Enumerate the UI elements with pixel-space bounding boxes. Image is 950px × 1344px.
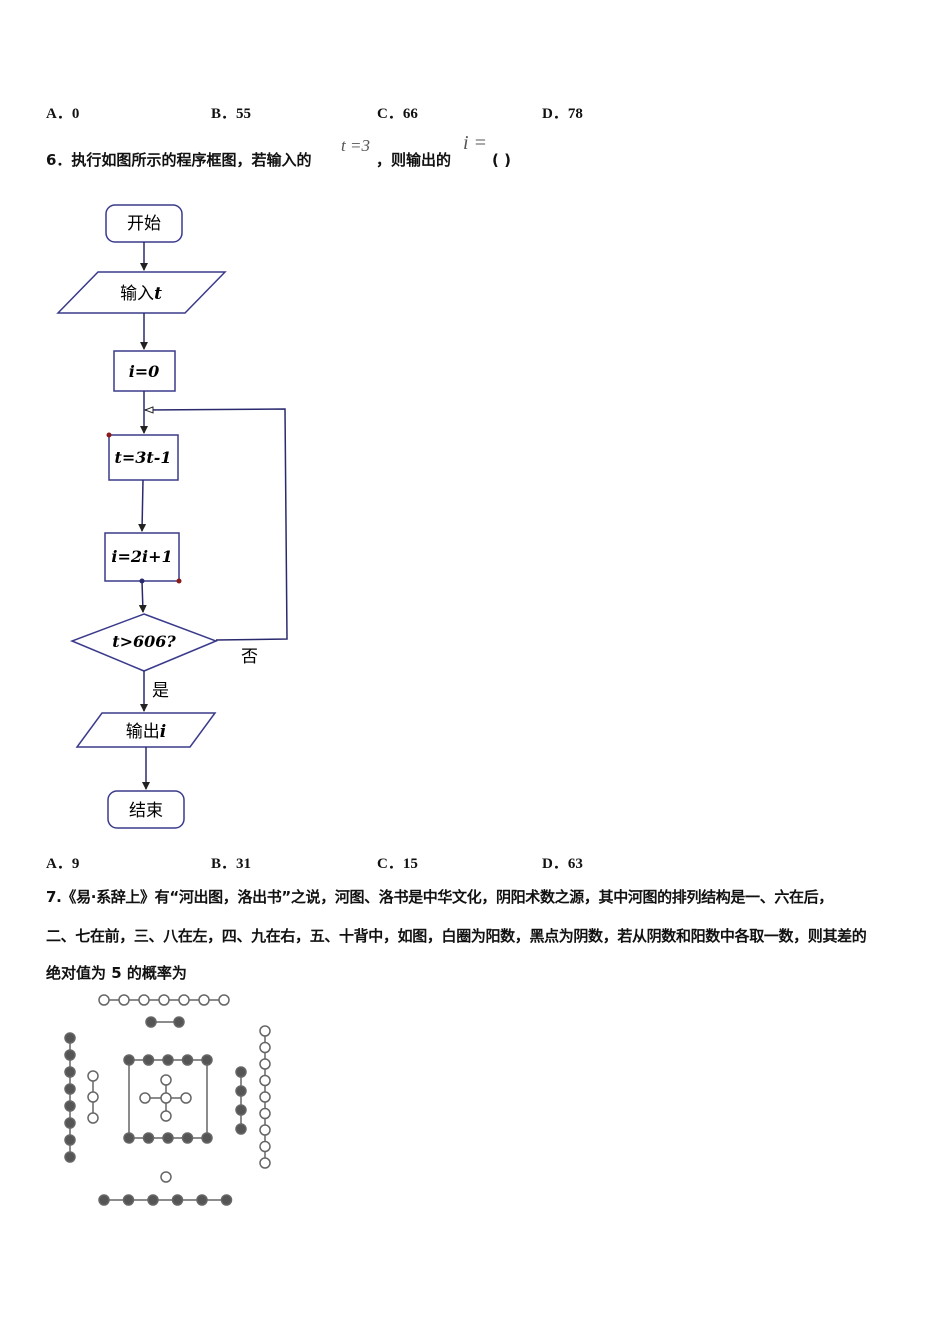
input-label: 输入t bbox=[120, 284, 162, 304]
yin-dot bbox=[123, 1054, 135, 1066]
yin-dot bbox=[162, 1054, 174, 1066]
yang-dot bbox=[160, 1171, 172, 1183]
yes-label: 是 bbox=[152, 681, 169, 701]
q6-option-c[interactable]: C．15 bbox=[377, 856, 418, 872]
loop-back-line bbox=[145, 409, 288, 641]
flowchart: 开始 输入t i=0 t=3t-1 i=2i+1 t>606? 否 是 输出i … bbox=[56, 204, 288, 829]
no-label: 否 bbox=[241, 647, 258, 667]
decision-label: t>606? bbox=[112, 632, 176, 651]
yin-dot bbox=[181, 1054, 194, 1066]
q6-math-t: t =3 bbox=[341, 136, 370, 155]
q6-math-i: i = bbox=[463, 132, 488, 154]
yin-dot bbox=[64, 1151, 76, 1163]
step1-box bbox=[108, 434, 179, 481]
yang-dot bbox=[138, 994, 150, 1006]
yang-dot bbox=[259, 1157, 271, 1169]
yin-dot bbox=[142, 1132, 155, 1144]
q6-paren: ( ) bbox=[492, 151, 511, 169]
yin-dot bbox=[64, 1100, 76, 1112]
yang-dot bbox=[118, 994, 130, 1006]
output-var: i bbox=[160, 722, 166, 742]
yin-dot bbox=[147, 1194, 159, 1206]
yang-dot bbox=[259, 1107, 271, 1120]
yang-dot bbox=[259, 1091, 271, 1103]
q5-option-d[interactable]: D．78 bbox=[542, 106, 583, 122]
yin-dot bbox=[196, 1194, 208, 1206]
yin-dot bbox=[235, 1104, 247, 1116]
yang-dot bbox=[87, 1112, 99, 1124]
yin-dot bbox=[201, 1054, 213, 1066]
q6-option-b[interactable]: B．31 bbox=[211, 856, 252, 872]
q6-option-d[interactable]: D．63 bbox=[542, 856, 583, 872]
input-text: 输入 bbox=[120, 284, 154, 304]
yang-dot bbox=[160, 1110, 172, 1122]
yang-dot bbox=[139, 1092, 151, 1104]
yin-dot bbox=[122, 1194, 135, 1206]
yin-dot bbox=[235, 1066, 247, 1078]
yin-dot bbox=[235, 1085, 247, 1097]
q5-option-a[interactable]: A．0 bbox=[46, 106, 80, 122]
yin-dot bbox=[98, 1194, 110, 1206]
end-terminal bbox=[107, 790, 185, 829]
output-label: 输出i bbox=[126, 722, 166, 742]
input-var: t bbox=[154, 284, 162, 304]
yin-dot bbox=[64, 1049, 76, 1061]
yang-dot bbox=[198, 994, 210, 1006]
hetu-diagram bbox=[64, 994, 271, 1206]
start-label: 开始 bbox=[127, 214, 161, 234]
yin-dot bbox=[64, 1117, 76, 1129]
q6-stem-middle: ，则输出的 bbox=[376, 151, 452, 169]
q5-option-c[interactable]: C．66 bbox=[377, 106, 418, 122]
q7-line-3: 绝对值为 5 的概率为 bbox=[46, 964, 187, 982]
yang-dot bbox=[259, 1140, 271, 1153]
yin-dot bbox=[201, 1132, 213, 1144]
init-label: i=0 bbox=[129, 362, 160, 381]
yin-dot bbox=[220, 1194, 233, 1206]
q7-line-1: 7.《易·系辞上》有“河出图，洛出书”之说，河图、洛书是中华文化，阴阳术数之源，… bbox=[46, 888, 833, 906]
yang-dot bbox=[158, 994, 170, 1006]
q6-stem-before: 6．执行如图所示的程序框图，若输入的 bbox=[46, 151, 312, 169]
output-text: 输出 bbox=[126, 722, 160, 742]
connector-dot bbox=[106, 432, 112, 438]
yin-dot bbox=[145, 1016, 157, 1028]
yin-dot bbox=[64, 1066, 76, 1078]
yang-dot bbox=[259, 1058, 271, 1070]
yang-dot bbox=[87, 1091, 99, 1103]
q5-option-b[interactable]: B．55 bbox=[211, 106, 252, 122]
yin-dot bbox=[123, 1132, 135, 1144]
q6-option-a[interactable]: A．9 bbox=[46, 856, 80, 872]
yang-dot bbox=[259, 1074, 271, 1087]
output-box bbox=[75, 712, 217, 748]
step1-label: t=3t-1 bbox=[114, 448, 171, 467]
yang-dot bbox=[178, 994, 190, 1006]
yang-dot bbox=[259, 1025, 271, 1037]
end-label: 结束 bbox=[129, 801, 163, 821]
yin-dot bbox=[64, 1134, 76, 1146]
yang-dot bbox=[160, 1074, 172, 1086]
yang-dot bbox=[160, 1092, 172, 1104]
yin-dot bbox=[173, 1016, 185, 1028]
q7-line-2: 二、七在前，三、八在左，四、九在右，五、十背中，如图，白圈为阳数，黑点为阴数，若… bbox=[46, 927, 867, 945]
input-box bbox=[56, 271, 227, 314]
yang-dot bbox=[218, 994, 230, 1006]
yin-dot bbox=[162, 1132, 174, 1144]
step2-label: i=2i+1 bbox=[111, 547, 172, 566]
yang-dot bbox=[259, 1124, 271, 1136]
yin-dot bbox=[142, 1054, 155, 1066]
yang-dot bbox=[98, 994, 110, 1006]
yin-dot bbox=[64, 1083, 76, 1095]
yang-dot bbox=[259, 1041, 271, 1054]
yin-dot bbox=[171, 1194, 184, 1206]
yang-dot bbox=[87, 1070, 99, 1082]
connector-dot bbox=[176, 578, 182, 584]
yin-dot bbox=[181, 1132, 194, 1144]
yang-dot bbox=[180, 1092, 192, 1104]
yin-dot bbox=[235, 1123, 247, 1135]
yin-dot bbox=[64, 1032, 76, 1044]
